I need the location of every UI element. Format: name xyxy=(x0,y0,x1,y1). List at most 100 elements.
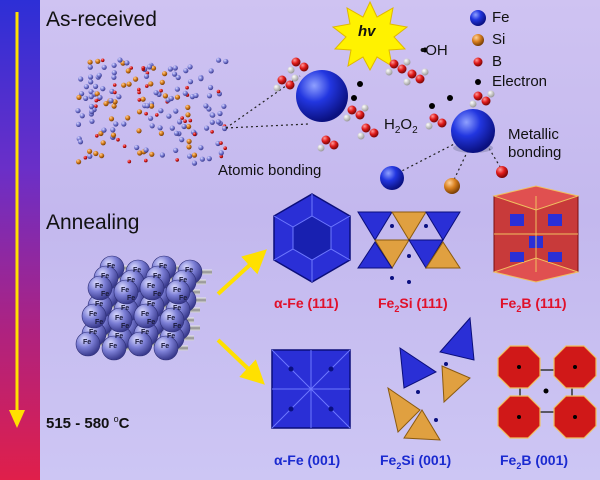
oxygen-atom xyxy=(329,140,339,150)
amorphous-atom xyxy=(208,68,214,74)
peroxide-molecules xyxy=(273,57,495,152)
amorphous-atom xyxy=(186,144,192,150)
bcc-fe-atom xyxy=(87,275,113,301)
legend-b-icon xyxy=(473,57,483,67)
molecule xyxy=(385,58,411,76)
amorphous-atom xyxy=(78,76,84,82)
hydrogen-atom xyxy=(273,84,281,92)
amorphous-atom xyxy=(223,58,229,65)
amorphous-atom xyxy=(112,99,118,105)
amorphous-atom xyxy=(83,84,89,90)
arrow-to-111 xyxy=(216,249,267,296)
phase-label-fe2si-001: Fe2Si (001) xyxy=(380,452,452,471)
amorphous-atom xyxy=(129,66,133,70)
hydroxyl-radical-label: •OH xyxy=(420,42,448,59)
oxygen-atom xyxy=(355,110,365,120)
amorphous-atom xyxy=(79,91,85,97)
amorphous-atom xyxy=(173,130,180,136)
bcc-fe-atom-label: Fe xyxy=(133,267,142,274)
bcc-fe-atom-label: Fe xyxy=(147,301,156,308)
light-hv-label: hv xyxy=(358,23,376,40)
bcc-fe-atom-label: Fe xyxy=(161,343,170,350)
section-as-received: As-received xyxy=(46,8,157,31)
oxygen-atom xyxy=(389,59,399,69)
amorphous-atom xyxy=(217,110,223,117)
bcc-fe-atom-label: Fe xyxy=(173,287,182,294)
amorphous-atom-cluster xyxy=(75,57,229,166)
amorphous-atom xyxy=(191,152,198,158)
bcc-fe-atom-label: Fe xyxy=(167,315,176,322)
amorphous-atom xyxy=(100,140,106,146)
amorphous-atom xyxy=(179,137,185,143)
alpha-fe-111-structure xyxy=(273,193,351,283)
amorphous-atom xyxy=(188,118,193,123)
amorphous-atom xyxy=(111,62,117,68)
phase-label-fe-111: α-Fe (111) xyxy=(274,295,339,311)
legend-fe-icon xyxy=(470,10,486,26)
amorphous-atom xyxy=(93,150,99,157)
bcc-fe-atom-label: Fe xyxy=(115,315,124,322)
amorphous-atom xyxy=(143,73,150,79)
amorphous-atom xyxy=(94,104,98,108)
molecule xyxy=(317,135,339,152)
amorphous-atom xyxy=(173,108,179,114)
bcc-fe-atom-label: Fe xyxy=(127,295,136,302)
amorphous-atom xyxy=(137,87,141,92)
molecule xyxy=(425,113,447,130)
bcc-fe-atom-label: Fe xyxy=(83,339,92,346)
bcc-fe-atom-label: Fe xyxy=(109,343,118,350)
amorphous-atom xyxy=(76,159,82,165)
amorphous-atom xyxy=(187,64,193,70)
big-fe-atom-left xyxy=(296,70,348,122)
bcc-fe-atom xyxy=(165,279,191,305)
amorphous-atom xyxy=(101,64,107,70)
amorphous-atom xyxy=(221,103,227,109)
amorphous-atom xyxy=(149,151,155,157)
amorphous-atom xyxy=(166,113,172,119)
bcc-fe-atom-label: Fe xyxy=(121,323,130,330)
bcc-fe-atom xyxy=(101,335,127,361)
amorphous-atom xyxy=(111,74,117,80)
amorphous-atom xyxy=(219,141,223,145)
amorphous-atom xyxy=(185,85,189,90)
amorphous-atom xyxy=(209,119,215,125)
hydrogen-atom xyxy=(421,68,429,76)
amorphous-atom xyxy=(103,101,109,107)
amorphous-atom xyxy=(167,66,173,72)
bcc-fe-atom-label: Fe xyxy=(101,273,110,280)
amorphous-atom xyxy=(100,86,106,92)
amorphous-atom xyxy=(113,90,117,95)
electrons xyxy=(351,47,453,109)
amorphous-atom xyxy=(187,79,194,85)
section-annealing: Annealing xyxy=(46,211,140,234)
amorphous-atom xyxy=(112,83,117,87)
bcc-fe-atom-label: Fe xyxy=(127,277,136,284)
oxygen-atom xyxy=(407,69,417,79)
hydrogen-atom xyxy=(487,90,495,98)
phase-label-fe2b-111: Fe2B (111) xyxy=(500,295,567,314)
amorphous-atom xyxy=(100,58,105,63)
amorphous-atom xyxy=(187,153,193,159)
phase-label-fe-001: α-Fe (001) xyxy=(274,452,341,468)
hydrogen-atom xyxy=(317,144,325,152)
hydrogen-atom xyxy=(425,122,433,130)
bcc-fe-atom-label: Fe xyxy=(89,311,98,318)
oxygen-atom xyxy=(361,123,371,133)
bcc-fe-atom-label: Fe xyxy=(179,277,188,284)
oxygen-atom xyxy=(429,113,439,123)
oxygen-atom xyxy=(415,74,425,84)
amorphous-atom xyxy=(99,153,105,159)
amorphous-atom xyxy=(192,132,197,136)
amorphous-atom xyxy=(191,160,198,166)
amorphous-atom xyxy=(134,144,140,151)
amorphous-atom xyxy=(206,156,212,162)
amorphous-atom xyxy=(111,70,117,76)
amorphous-atom xyxy=(95,134,99,138)
amorphous-atom xyxy=(133,76,139,82)
molecule xyxy=(357,123,379,140)
bcc-fe-atom-label: Fe xyxy=(121,287,130,294)
bcc-fe-atom-label: Fe xyxy=(179,295,188,302)
amorphous-atom xyxy=(175,158,179,162)
amorphous-atom xyxy=(158,108,164,114)
